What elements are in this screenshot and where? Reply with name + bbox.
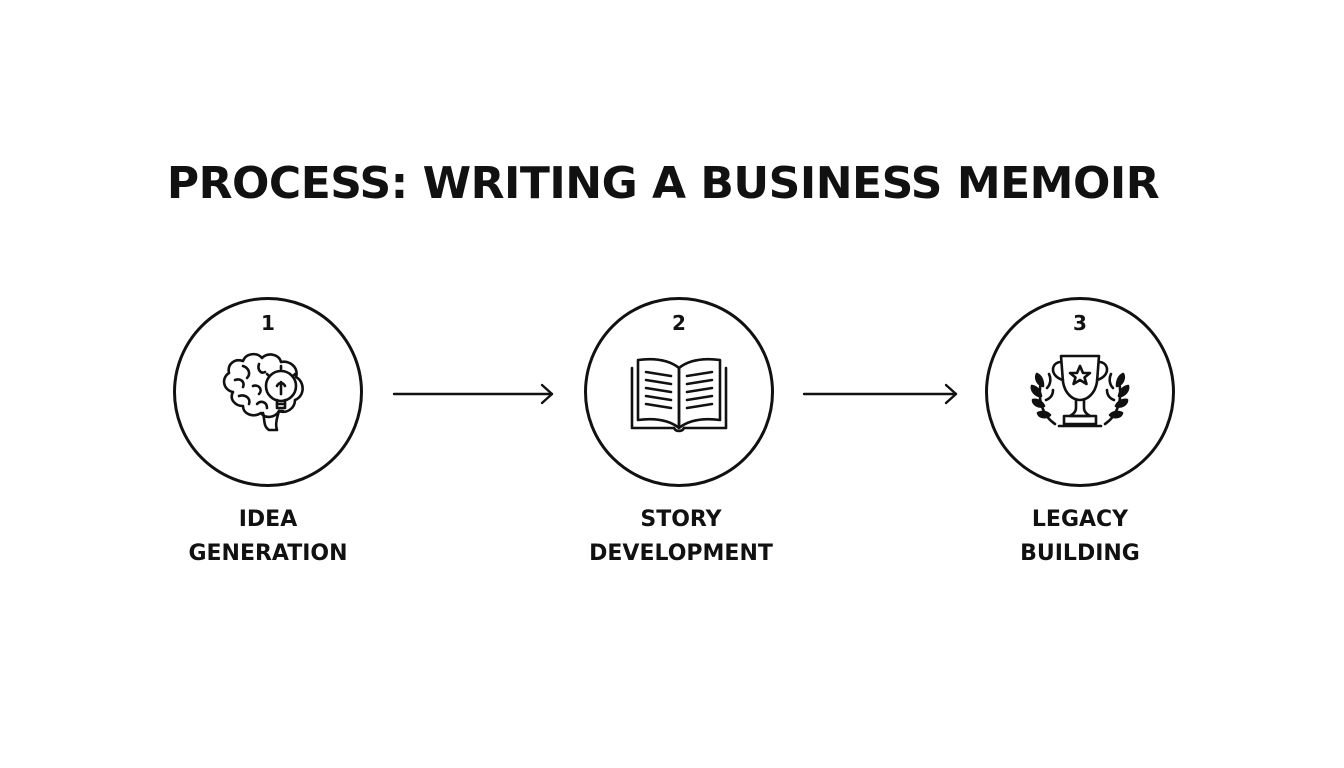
step-2: 2 (584, 297, 774, 487)
step-label-line: LEGACY (1031, 507, 1129, 532)
step-number: 1 (261, 311, 275, 335)
step-circle (985, 297, 1175, 487)
step-label-story-development: STORY DEVELOPMENT (531, 503, 831, 571)
step-label-legacy-building: LEGACY BUILDING (930, 503, 1230, 571)
step-label-idea-generation: IDEA GENERATION (118, 503, 418, 571)
step-1: 1 (173, 297, 363, 487)
arrow-right-icon (392, 383, 554, 405)
step-label-line: DEVELOPMENT (589, 541, 773, 566)
trophy-laurel-icon (1030, 354, 1130, 428)
step-label-line: GENERATION (188, 541, 348, 566)
step-3: 3 (985, 297, 1175, 487)
brain-lightbulb-icon (222, 352, 304, 432)
step-label-line: STORY (640, 507, 722, 532)
arrow-right-icon (802, 383, 958, 405)
page-title: PROCESS: WRITING A BUSINESS MEMOIR (166, 158, 1160, 209)
step-number: 2 (672, 311, 686, 335)
step-number: 3 (1073, 311, 1087, 335)
step-label-line: IDEA (238, 507, 298, 532)
step-label-line: BUILDING (1020, 541, 1140, 566)
open-book-icon (630, 357, 728, 433)
